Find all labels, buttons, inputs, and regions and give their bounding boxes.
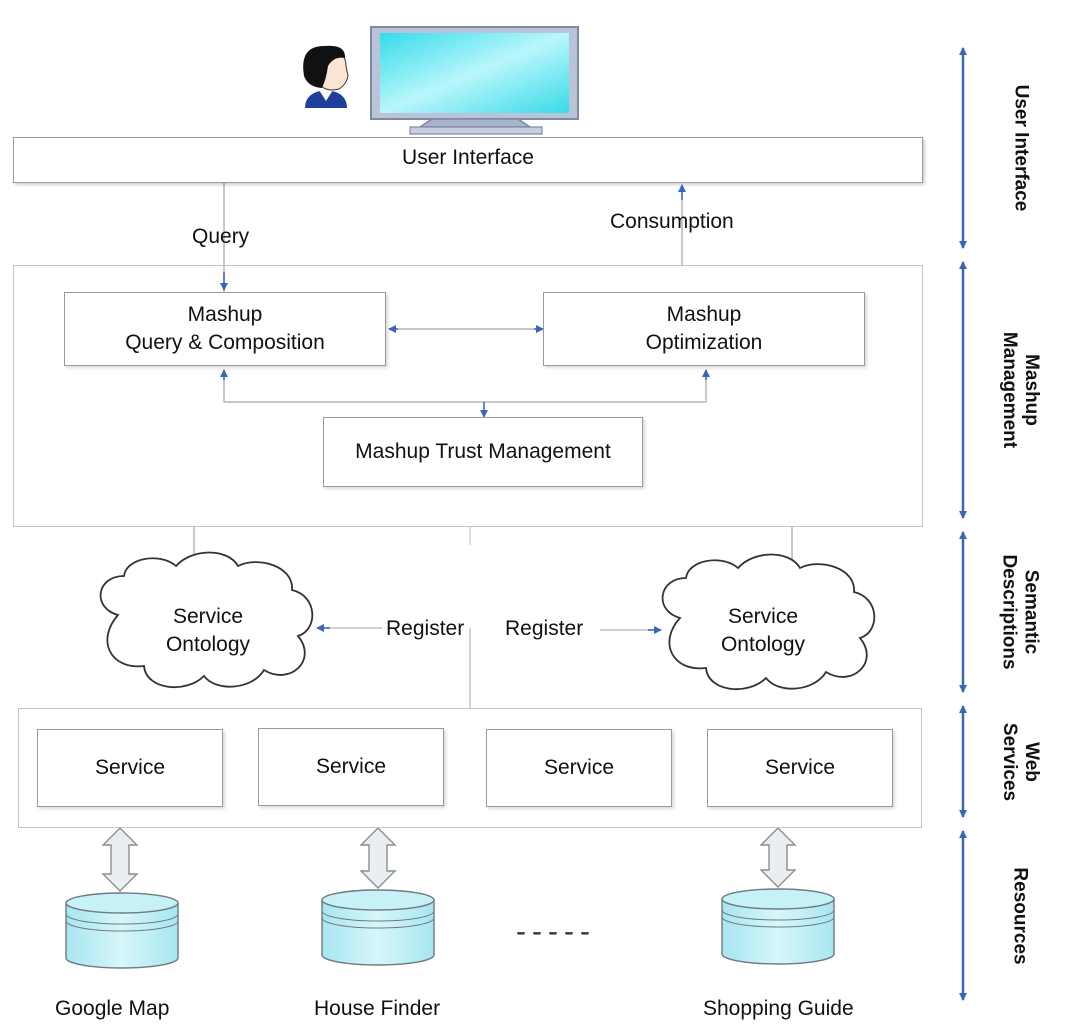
service-box-2: Service (258, 728, 444, 806)
query-label: Query (192, 225, 250, 248)
left-service-ontology: Service Ontology (165, 605, 251, 656)
service-box-4: Service (707, 729, 893, 807)
resource-label-google-map: Google Map (55, 997, 170, 1020)
register-left-label: Register (386, 617, 465, 640)
register-right-label: Register (505, 617, 584, 640)
layer-label-mashup-management: Mashup Management (999, 331, 1043, 449)
web-services-container (18, 708, 922, 828)
left-cloud-shape (99, 551, 314, 689)
user-interface-title: User Interface (402, 146, 534, 169)
mashup-query-composition-box: Mashup Query & Composition (64, 292, 386, 366)
database-google-map-icon (65, 892, 179, 969)
service-box-3: Service (486, 729, 672, 807)
database-shopping-guide-icon (721, 888, 835, 965)
ellipsis-dashes: ----- (516, 915, 596, 948)
trust-connector (223, 372, 707, 403)
consumption-label: Consumption (610, 210, 734, 233)
double-arrow-house-finder (359, 827, 397, 889)
double-arrow-shopping-guide (759, 827, 797, 888)
user-avatar-icon (303, 45, 349, 108)
mashup-optimization-box: Mashup Optimization (543, 292, 865, 366)
mashup-management-container (13, 265, 923, 527)
mashup-trust-management-box: Mashup Trust Management (323, 417, 643, 487)
right-cloud-shape (661, 553, 876, 691)
layer-label-web-services: Web Services (999, 722, 1042, 801)
service-box-1: Service (37, 729, 223, 807)
resource-label-shopping-guide: Shopping Guide (703, 997, 854, 1020)
resource-label-house-finder: House Finder (314, 997, 441, 1020)
database-house-finder-icon (321, 889, 435, 966)
double-arrow-google-map (101, 827, 139, 892)
layer-label-resources: Resources (1010, 866, 1032, 965)
layer-label-semantic-descriptions: Semantic Descriptions (999, 554, 1042, 670)
layer-label-user-interface: User Interface (1010, 84, 1032, 212)
monitor-icon (370, 26, 579, 135)
user-interface-bar (13, 137, 923, 183)
right-service-ontology: Service Ontology (720, 605, 806, 656)
